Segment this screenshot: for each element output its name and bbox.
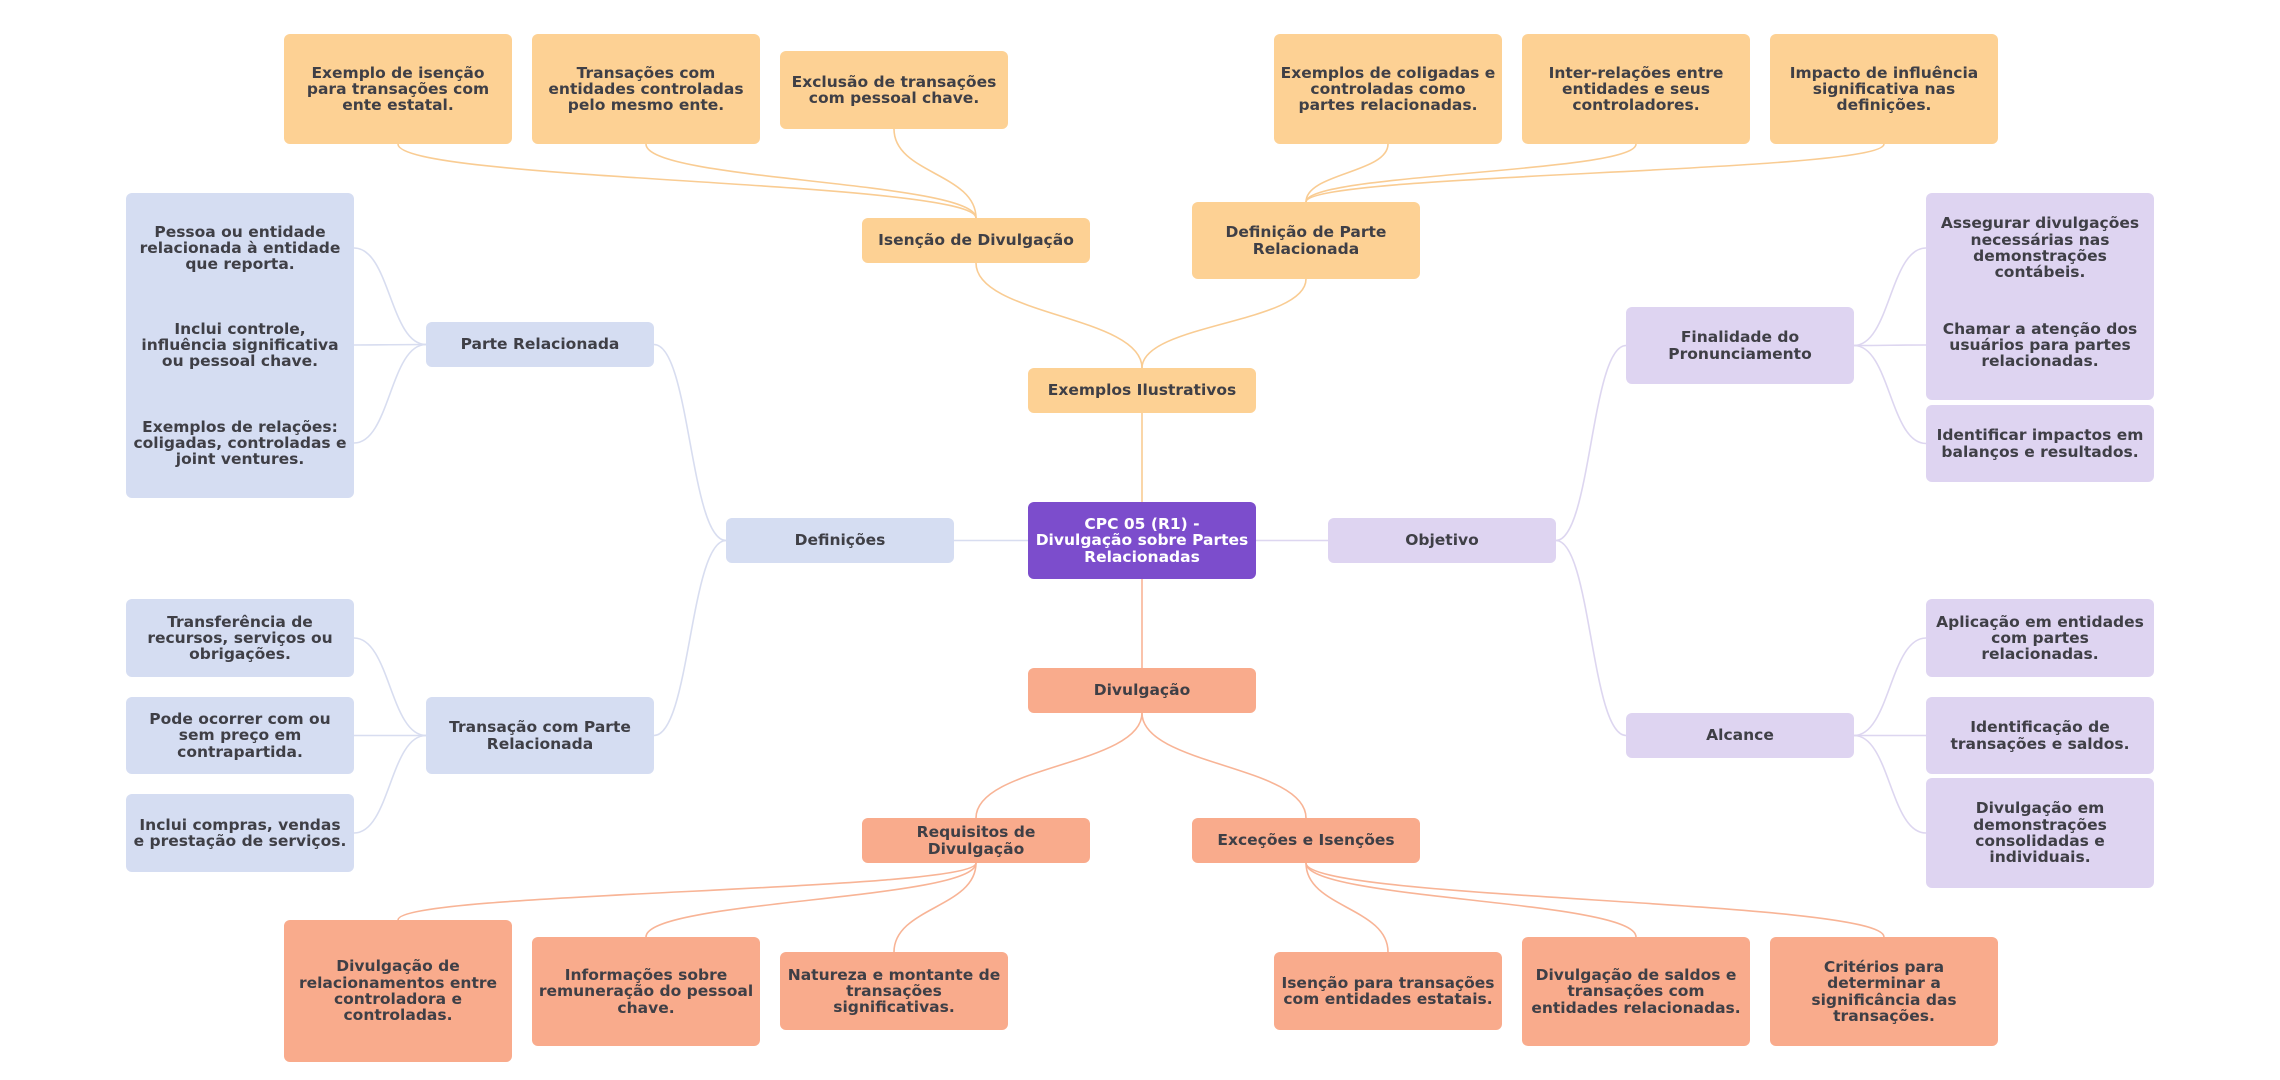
branch-exemplos-ilustrativos[interactable]: Exemplos Ilustrativos (1028, 368, 1256, 413)
node-transacao-com-parte-relacionada[interactable]: Transação com Parte Relacionada (426, 697, 654, 774)
leaf-compras-vendas-servicos[interactable]: Inclui compras, vendas e prestação de se… (126, 794, 354, 872)
connector-b3c1-b3c1l1 (1305, 862, 1637, 938)
node-isencao-de-divulgacao[interactable]: Isenção de Divulgação (862, 218, 1090, 263)
leaf-saldos-e-transacoes[interactable]: Divulgação de saldos e transações com en… (1522, 937, 1750, 1046)
leaf-natureza-e-montante[interactable]: Natureza e montante de transações signif… (780, 952, 1008, 1030)
connector-b2c0-b2c0l0 (1853, 247, 1927, 347)
connector-b0-b0c0 (975, 262, 1143, 369)
connector-b1-b1c0 (653, 343, 727, 542)
connector-b2-b2c1 (1555, 539, 1627, 737)
leaf-divulgacao-consolidadas-individuais[interactable]: Divulgação em demonstrações consolidadas… (1926, 778, 2154, 888)
connector-b3c0-b3c0l2 (893, 862, 977, 953)
leaf-transacoes-mesmo-ente[interactable]: Transações com entidades controladas pel… (532, 34, 760, 144)
connector-b0c1-b0c1l2 (1305, 143, 1885, 203)
leaf-criterios-significancia[interactable]: Critérios para determinar a significânci… (1770, 937, 1998, 1046)
leaf-relacionamentos-controladora[interactable]: Divulgação de relacionamentos entre cont… (284, 920, 512, 1062)
branch-definicoes[interactable]: Definições (726, 518, 954, 563)
connector-b2-b2c0 (1555, 344, 1627, 542)
leaf-identificacao-transacoes-saldos[interactable]: Identificação de transações e saldos. (1926, 697, 2154, 774)
leaf-com-ou-sem-preco[interactable]: Pode ocorrer com ou sem preço em contrap… (126, 697, 354, 774)
connector-b1c1-b1c1l0 (353, 637, 427, 737)
connector-b0c1-b0c1l1 (1305, 143, 1637, 203)
leaf-impacto-influencia-significativa[interactable]: Impacto de influência significativa nas … (1770, 34, 1998, 144)
leaf-aplicacao-em-entidades[interactable]: Aplicação em entidades com partes relaci… (1926, 599, 2154, 677)
connector-b0-b0c1 (1141, 278, 1307, 369)
connector-b3-b3c1 (1141, 712, 1307, 819)
leaf-pessoa-ou-entidade-relacionada[interactable]: Pessoa ou entidade relacionada à entidad… (126, 193, 354, 303)
root-node[interactable]: CPC 05 (R1) - Divulgação sobre Partes Re… (1028, 502, 1256, 579)
leaf-exemplos-de-relacoes[interactable]: Exemplos de relações: coligadas, control… (126, 388, 354, 498)
connector-b1c0-b1c0l1 (353, 343, 427, 346)
leaf-inter-relacoes-controladores[interactable]: Inter-relações entre entidades e seus co… (1522, 34, 1750, 144)
connector-b1c0-b1c0l2 (353, 343, 427, 444)
branch-divulgacao[interactable]: Divulgação (1028, 668, 1256, 713)
connector-b0c0-b0c0l2 (893, 128, 977, 219)
leaf-identificar-impactos[interactable]: Identificar impactos em balanços e resul… (1926, 405, 2154, 482)
node-definicao-de-parte-relacionada[interactable]: Definição de Parte Relacionada (1192, 202, 1420, 279)
node-requisitos-de-divulgacao[interactable]: Requisitos de Divulgação (862, 818, 1090, 863)
branch-objetivo[interactable]: Objetivo (1328, 518, 1556, 563)
connector-b3-b3c0 (975, 712, 1143, 819)
leaf-remuneracao-pessoal-chave[interactable]: Informações sobre remuneração do pessoal… (532, 937, 760, 1046)
connector-b3c1-b3c1l0 (1305, 862, 1389, 953)
leaf-transferencia-de-recursos[interactable]: Transferência de recursos, serviços ou o… (126, 599, 354, 677)
node-parte-relacionada[interactable]: Parte Relacionada (426, 322, 654, 367)
node-finalidade-do-pronunciamento[interactable]: Finalidade do Pronunciamento (1626, 307, 1854, 384)
connector-b3c0-b3c0l0 (397, 862, 977, 921)
connector-b3c0-b3c0l1 (645, 862, 977, 938)
node-alcance[interactable]: Alcance (1626, 713, 1854, 758)
node-excecoes-e-isencoes[interactable]: Exceções e Isenções (1192, 818, 1420, 863)
connector-b1c0-b1c0l0 (353, 247, 427, 346)
connector-b2c0-b2c0l2 (1853, 344, 1927, 445)
connector-b1c1-b1c1l2 (353, 734, 427, 834)
leaf-isencao-entidades-estatais[interactable]: Isenção para transações com entidades es… (1274, 952, 1502, 1030)
connector-b2c1-b2c1l2 (1853, 734, 1927, 834)
connector-b0c1-b0c1l0 (1305, 143, 1389, 203)
leaf-assegurar-divulgacoes[interactable]: Assegurar divulgações necessárias nas de… (1926, 193, 2154, 303)
connector-b2c1-b2c1l0 (1853, 637, 1927, 737)
leaf-inclui-controle-influencia[interactable]: Inclui controle, influência significativ… (126, 290, 354, 400)
connector-b0c0-b0c0l0 (397, 143, 977, 219)
leaf-exclusao-pessoal-chave[interactable]: Exclusão de transações com pessoal chave… (780, 51, 1008, 129)
connector-b2c0-b2c0l1 (1853, 344, 1927, 347)
leaf-chamar-atencao-usuarios[interactable]: Chamar a atenção dos usuários para parte… (1926, 290, 2154, 400)
connector-b3c1-b3c1l2 (1305, 862, 1885, 938)
leaf-exemplos-coligadas-controladas[interactable]: Exemplos de coligadas e controladas como… (1274, 34, 1502, 144)
connector-b1-b1c1 (653, 539, 727, 737)
connector-b0c0-b0c0l1 (645, 143, 977, 219)
leaf-exemplo-isencao-ente-estatal[interactable]: Exemplo de isenção para transações com e… (284, 34, 512, 144)
